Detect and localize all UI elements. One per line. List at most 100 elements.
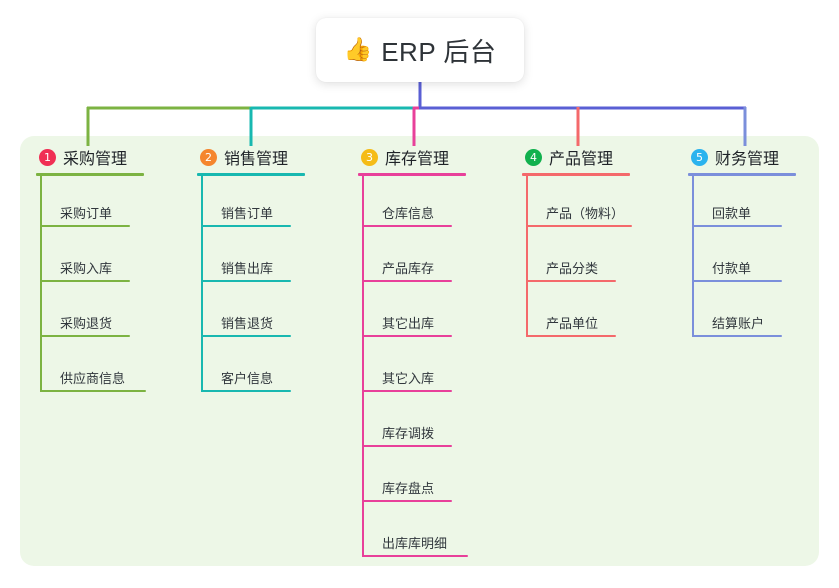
list-item[interactable]: 仓库信息 xyxy=(358,176,518,231)
list-item-label: 仓库信息 xyxy=(382,206,435,221)
branch-header-product[interactable]: 4 产品管理 xyxy=(522,146,682,168)
branch-column-sales: 2 销售管理 销售订单 销售出库 销售退货 客户信息 xyxy=(197,146,357,396)
branch-column-purchasing: 1 采购管理 采购订单 采购入库 采购退货 供应商信 xyxy=(36,146,196,396)
branch-items-product: 产品（物料） 产品分类 产品单位 xyxy=(522,176,682,341)
list-item[interactable]: 销售退货 xyxy=(197,286,357,341)
branch-column-inventory: 3 库存管理 仓库信息 产品库存 其它出库 其它入库 xyxy=(358,146,518,561)
list-item-rule xyxy=(201,280,291,282)
branch-spine xyxy=(692,176,694,337)
branch-title-label: 产品管理 xyxy=(549,151,614,168)
list-item[interactable]: 供应商信息 xyxy=(36,341,196,396)
branch-number-badge: 3 xyxy=(361,148,378,166)
list-item-rule xyxy=(40,390,146,392)
branch-header-sales[interactable]: 2 销售管理 xyxy=(197,146,357,168)
list-item-rule xyxy=(40,280,130,282)
list-item[interactable]: 采购退货 xyxy=(36,286,196,341)
list-item-label: 供应商信息 xyxy=(60,371,126,386)
list-item-rule xyxy=(692,280,782,282)
list-item-rule xyxy=(201,225,291,227)
list-item-label: 产品单位 xyxy=(546,316,599,331)
branch-header-finance[interactable]: 5 财务管理 xyxy=(688,146,839,168)
list-item[interactable]: 回款单 xyxy=(688,176,839,231)
list-item-rule xyxy=(362,280,452,282)
list-item-rule xyxy=(362,335,452,337)
list-item[interactable]: 出库库明细 xyxy=(358,506,518,561)
list-item-rule xyxy=(362,445,452,447)
branch-items-purchasing: 采购订单 采购入库 采购退货 供应商信息 xyxy=(36,176,196,396)
branch-number-badge: 5 xyxy=(691,148,708,166)
list-item-label: 结算账户 xyxy=(712,316,765,331)
branch-header-purchasing[interactable]: 1 采购管理 xyxy=(36,146,196,168)
branch-title-label: 采购管理 xyxy=(63,151,128,168)
list-item-label: 出库库明细 xyxy=(382,536,448,551)
branch-column-finance: 5 财务管理 回款单 付款单 结算账户 xyxy=(688,146,839,341)
list-item[interactable]: 产品分类 xyxy=(522,231,682,286)
list-item-label: 回款单 xyxy=(712,206,752,221)
list-item-label: 产品（物料） xyxy=(546,206,625,221)
list-item[interactable]: 付款单 xyxy=(688,231,839,286)
branch-number-badge: 1 xyxy=(39,148,56,166)
list-item[interactable]: 结算账户 xyxy=(688,286,839,341)
list-item[interactable]: 销售出库 xyxy=(197,231,357,286)
list-item-rule xyxy=(692,225,782,227)
list-item[interactable]: 客户信息 xyxy=(197,341,357,396)
list-item[interactable]: 库存调拨 xyxy=(358,396,518,451)
diagram-panel xyxy=(20,136,819,566)
list-item-rule xyxy=(40,225,130,227)
list-item[interactable]: 产品单位 xyxy=(522,286,682,341)
list-item[interactable]: 采购订单 xyxy=(36,176,196,231)
branch-spine xyxy=(362,176,364,557)
list-item-label: 付款单 xyxy=(712,261,752,276)
branch-header-rule xyxy=(197,173,305,176)
list-item-rule xyxy=(526,225,632,227)
list-item[interactable]: 其它入库 xyxy=(358,341,518,396)
list-item-rule xyxy=(362,390,452,392)
branch-header-rule xyxy=(522,173,630,176)
branch-items-inventory: 仓库信息 产品库存 其它出库 其它入库 库存调拨 xyxy=(358,176,518,561)
list-item[interactable]: 销售订单 xyxy=(197,176,357,231)
branch-spine xyxy=(201,176,203,392)
list-item[interactable]: 产品库存 xyxy=(358,231,518,286)
root-title-label: ERP 后台 xyxy=(381,36,497,67)
branch-header-rule xyxy=(36,173,144,176)
branch-spine xyxy=(40,176,42,392)
list-item-rule xyxy=(362,225,452,227)
branch-header-inventory[interactable]: 3 库存管理 xyxy=(358,146,518,168)
list-item-label: 产品库存 xyxy=(382,261,435,276)
list-item-rule xyxy=(201,335,291,337)
branch-number-badge: 4 xyxy=(525,148,542,166)
list-item-label: 产品分类 xyxy=(546,261,599,276)
thumbs-up-icon: 👍 xyxy=(343,36,373,63)
root-title-card[interactable]: 👍 ERP 后台 xyxy=(316,18,524,82)
list-item-label: 客户信息 xyxy=(221,371,274,386)
branch-header-rule xyxy=(358,173,466,176)
list-item-label: 其它入库 xyxy=(382,371,435,386)
list-item-label: 其它出库 xyxy=(382,316,435,331)
list-item[interactable]: 库存盘点 xyxy=(358,451,518,506)
branch-column-product: 4 产品管理 产品（物料） 产品分类 产品单位 xyxy=(522,146,682,341)
list-item-label: 采购退货 xyxy=(60,316,113,331)
branch-title-label: 财务管理 xyxy=(715,151,780,168)
branch-items-sales: 销售订单 销售出库 销售退货 客户信息 xyxy=(197,176,357,396)
list-item-rule xyxy=(201,390,291,392)
list-item[interactable]: 其它出库 xyxy=(358,286,518,341)
list-item-rule xyxy=(526,280,616,282)
list-item-rule xyxy=(692,335,782,337)
list-item-label: 库存调拨 xyxy=(382,426,435,441)
list-item-label: 销售退货 xyxy=(221,316,274,331)
branch-header-rule xyxy=(688,173,796,176)
branch-title-label: 销售管理 xyxy=(224,151,289,168)
list-item-rule xyxy=(362,555,468,557)
list-item-rule xyxy=(40,335,130,337)
list-item[interactable]: 产品（物料） xyxy=(522,176,682,231)
branch-spine xyxy=(526,176,528,337)
branch-items-finance: 回款单 付款单 结算账户 xyxy=(688,176,839,341)
list-item-rule xyxy=(526,335,616,337)
list-item[interactable]: 采购入库 xyxy=(36,231,196,286)
branch-title-label: 库存管理 xyxy=(385,151,450,168)
branch-number-badge: 2 xyxy=(200,148,217,166)
list-item-label: 销售出库 xyxy=(221,261,274,276)
list-item-label: 采购订单 xyxy=(60,206,113,221)
